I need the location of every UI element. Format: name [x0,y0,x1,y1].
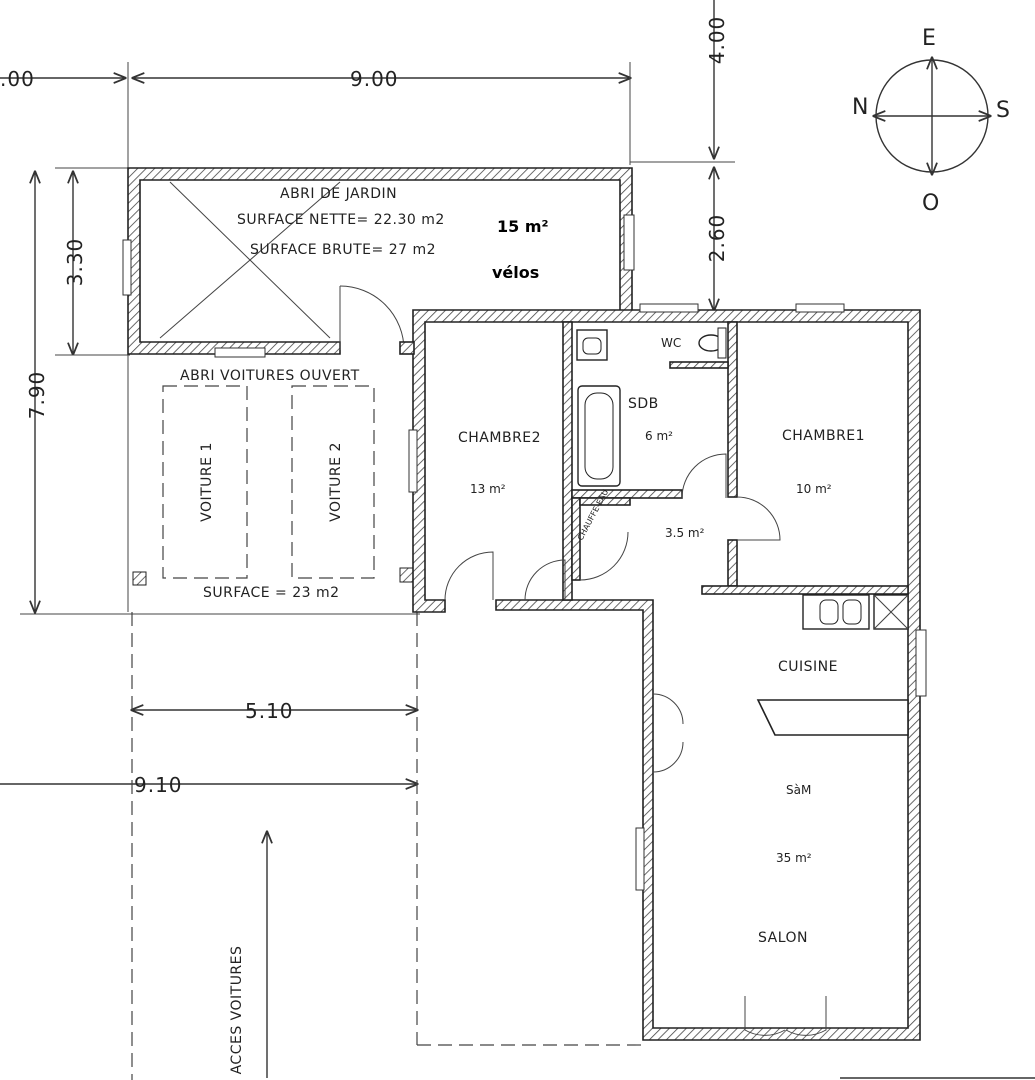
room-bedroom2-area: 13 m² [470,482,506,496]
dimension-lines [0,0,735,1080]
room-bathroom-area: 6 m² [645,429,673,443]
boiler-top [579,497,631,506]
car-access: ACCES VOITURES [229,832,267,1078]
room-hall-area: 3.5 m² [665,526,705,540]
window-bedroom2 [408,429,418,493]
outer-wall [412,309,921,1041]
toilet-tank [717,327,727,359]
house-walls [399,309,921,1041]
partition-wc [669,361,729,369]
kitchen-sink [802,594,870,630]
kitchen-sink-bowl-2 [842,599,862,625]
door-swings [444,453,827,1036]
shed-window-left [122,239,132,296]
partition-bath-bottom [571,489,683,499]
door-bedroom2-inner [524,559,566,601]
bathtub-inner [584,392,614,480]
partition-bedroom1-bottom [701,585,909,595]
dim-right-gap: 2.60 [705,214,729,263]
compass-north: N [852,95,868,120]
window-bedroom1 [795,303,845,313]
wall-stub [399,341,415,355]
shed-added-use: vélos [492,263,539,282]
carport-title: ABRI VOITURES OUVERT [180,368,360,384]
door-bedroom2 [444,551,494,601]
car-2-label: VOITURE 2 [328,442,344,522]
room-bedroom1-area: 10 m² [796,482,832,496]
carport-area: SURFACE = 23 m2 [203,585,340,601]
dim-left-total-height: 7.90 [25,371,49,420]
dim-top-left-partial: .00 [0,67,35,91]
door-salon-side [652,693,684,773]
dim-left-shed-height: 3.30 [63,238,87,287]
room-dining-name: SàM [786,783,811,797]
window-kitchen [915,629,927,697]
kitchen-sink-bowl-1 [819,599,839,625]
door-bathroom [681,453,727,499]
dimension-labels: .00 9.00 4.00 2.60 3.30 7.90 5.10 9.10 [0,16,729,797]
room-bedroom2-name: CHAMBRE2 [458,430,541,446]
shed-door-swing [339,285,405,351]
compass-east: E [922,26,936,51]
room-bedroom1-name: CHAMBRE1 [782,428,865,444]
dim-top-right-vertical: 4.00 [705,16,729,65]
carport-post-left [132,571,147,586]
car-1-label: VOITURE 1 [199,442,215,522]
kitchen-counter [756,699,909,736]
partition-bedroom1-lower [727,539,738,587]
compass-south: S [996,98,1010,123]
carport: ABRI VOITURES OUVERT VOITURE 1 VOITURE 2… [132,368,414,601]
door-bedroom1 [736,496,781,541]
bathtub [577,385,621,487]
dim-carport-width: 5.10 [245,699,294,723]
shed-net-area: SURFACE NETTE= 22.30 m2 [237,212,445,228]
window-salon [635,827,645,891]
room-labels: CHAMBRE2 13 m² SDB 6 m² WC CHAMBRE1 10 m… [458,336,865,946]
house-windows [408,303,927,891]
carport-post-right [399,567,414,583]
boiler-wall [571,497,581,581]
room-wc-name: WC [661,336,681,350]
door-boiler [579,531,629,581]
dim-top-width: 9.00 [350,67,399,91]
car-2-slot [291,385,375,579]
partition-bedroom2 [562,321,573,601]
shed-title: ABRI DE JARDIN [280,186,397,202]
partition-bedroom1 [727,321,738,498]
room-bathroom-name: SDB [628,396,659,412]
dim-bottom-width: 9.10 [134,773,183,797]
shed-added-area: 15 m² [497,217,549,236]
fixtures [576,327,909,630]
door-salon-french [744,996,827,1036]
room-living-name: SALON [758,930,808,946]
room-dining-area: 35 m² [776,851,812,865]
car-access-label: ACCES VOITURES [229,946,245,1075]
garden-shed: ABRI DE JARDIN SURFACE NETTE= 22.30 m2 S… [122,167,635,358]
compass-west: O [922,191,939,216]
shed-gross-area: SURFACE BRUTE= 27 m2 [250,242,436,258]
room-kitchen-name: CUISINE [778,659,838,675]
window-wc [639,303,699,313]
compass: E N S O [852,26,1010,216]
sink-basin [582,337,602,355]
shed-window-right [623,214,635,271]
sink-bathroom [576,329,608,361]
car-1-slot [162,385,248,579]
shed-window-bottom [214,347,266,358]
